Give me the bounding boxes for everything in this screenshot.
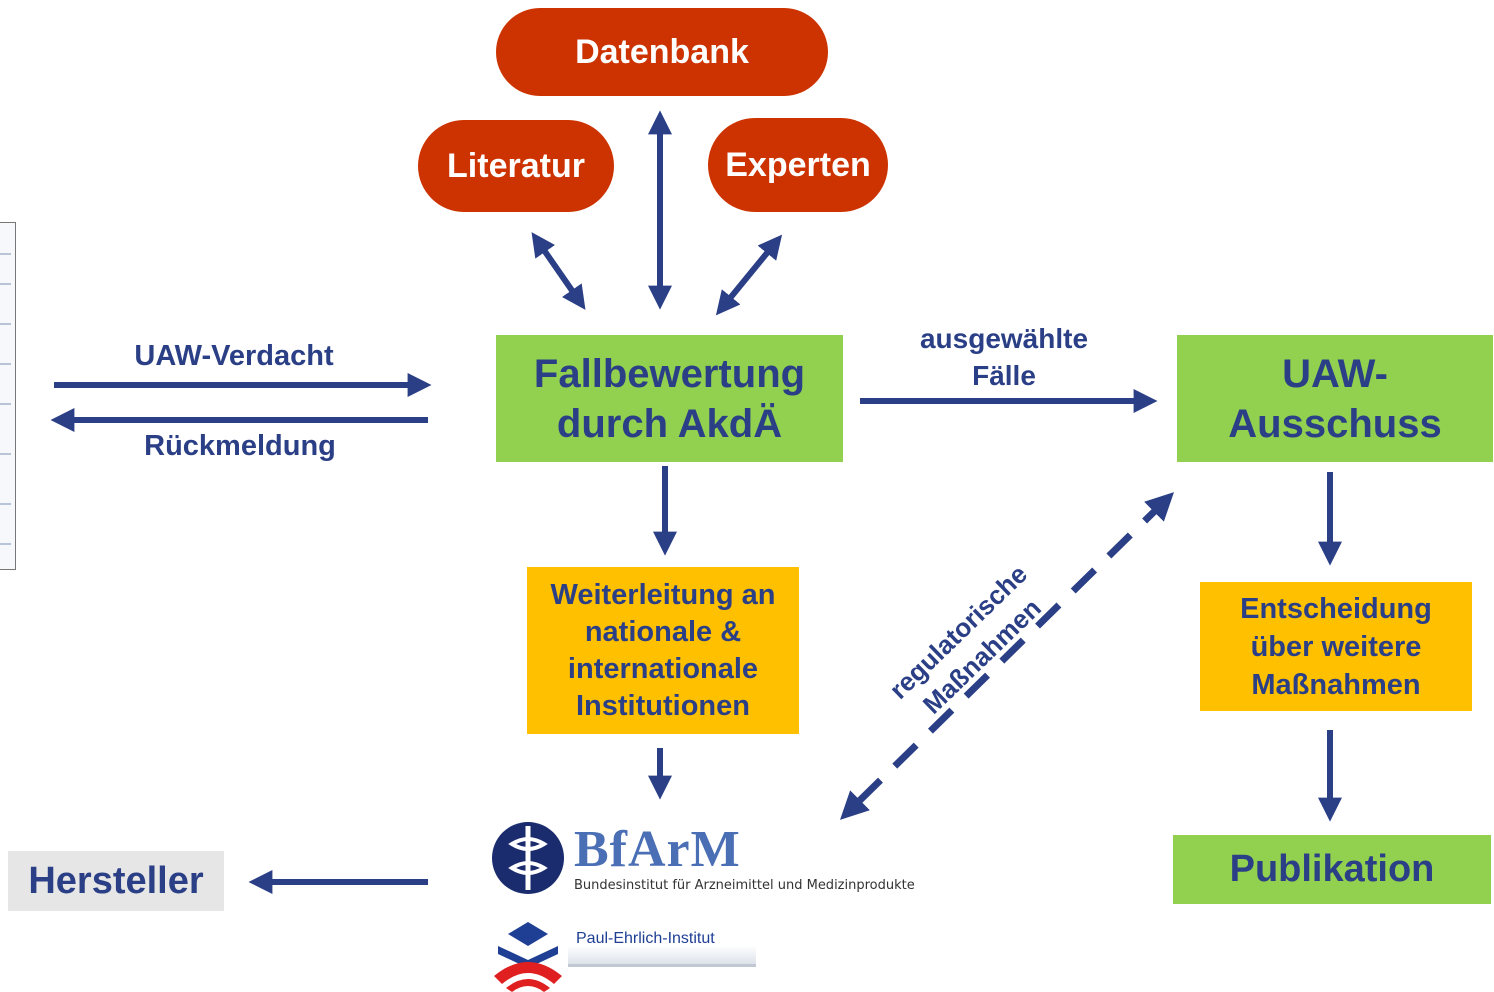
bfarm-emblem-icon	[492, 822, 564, 894]
node-hersteller: Hersteller	[8, 851, 224, 911]
label-uaw-verdacht: UAW-Verdacht	[134, 340, 334, 372]
pei-emblem-icon	[494, 922, 562, 992]
node-publikation: Publikation	[1173, 835, 1491, 904]
node-weiterleitung: Weiterleitung an nationale & internation…	[527, 567, 799, 734]
bfarm-name: BfArM	[574, 821, 741, 878]
bfarm-logo: BfArM Bundesinstitut für Arzneimittel un…	[490, 820, 930, 900]
label-ausgewaehlte-faelle: ausgewählte Fälle	[919, 323, 1089, 391]
arrow-regulatorische-massnahmen	[840, 492, 1174, 820]
node-uaw-ausschuss: UAW- Ausschuss	[1177, 335, 1493, 462]
report-form-thumbnail	[0, 222, 16, 570]
node-datenbank: Datenbank	[496, 8, 828, 96]
node-literatur: Literatur	[418, 120, 614, 212]
arrow-experten-fallbewertung	[715, 234, 783, 316]
node-experten: Experten	[708, 118, 888, 212]
arrow-literatur-fallbewertung	[531, 232, 586, 310]
bfarm-subtitle: Bundesinstitut für Arzneimittel und Medi…	[574, 878, 915, 893]
label-rueckmeldung: Rückmeldung	[144, 430, 336, 462]
node-fallbewertung: Fallbewertung durch AkdÄ	[496, 335, 843, 462]
pei-name: Paul-Ehrlich-Institut	[576, 930, 715, 947]
node-entscheidung: Entscheidung über weitere Maßnahmen	[1200, 582, 1472, 711]
pei-name-bar	[568, 918, 756, 967]
pei-logo: Paul-Ehrlich-Institut	[488, 918, 778, 992]
